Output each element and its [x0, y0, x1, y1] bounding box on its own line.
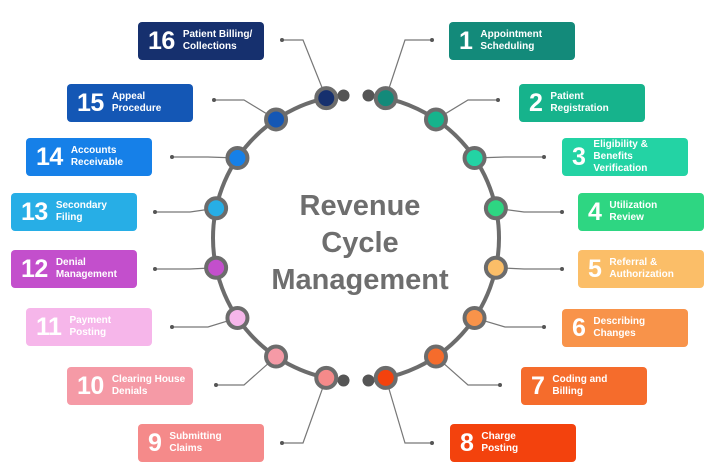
connector-end-dot: [170, 155, 174, 159]
step-number: 7: [531, 371, 545, 400]
step-number: 9: [148, 428, 162, 457]
step-label: Patient Billing/ Collections: [182, 29, 253, 52]
step-box-7: 7 Coding and Billing: [521, 367, 647, 405]
step-box-4: 4 Utilization Review: [578, 193, 704, 231]
step-label: Clearing House Denials: [111, 374, 186, 397]
ring-node-10: [264, 344, 289, 369]
step-number: 12: [21, 254, 48, 283]
ring-node-2: [423, 107, 448, 132]
ring-node-15: [264, 107, 289, 132]
connector-line: [435, 356, 500, 386]
step-box-15: 15 Appeal Procedure: [67, 84, 193, 122]
ring-gap-dot: [362, 89, 375, 102]
ring-node-12: [204, 255, 229, 280]
step-box-11: 11 Payment Posting: [26, 308, 152, 346]
step-number: 14: [36, 142, 63, 171]
step-box-13: 13 Secondary Filing: [11, 193, 137, 231]
step-label: Coding and Billing: [552, 374, 608, 397]
connector-line: [435, 99, 498, 120]
connector-line: [385, 377, 432, 444]
step-number: 10: [77, 371, 104, 400]
step-box-14: 14 Accounts Receivable: [26, 138, 152, 176]
step-number: 5: [588, 254, 602, 283]
step-box-2: 2 Patient Registration: [519, 84, 645, 122]
step-label: Accounts Receivable: [70, 145, 124, 168]
step-number: 6: [572, 313, 586, 342]
step-label: Appeal Procedure: [111, 91, 162, 114]
step-number: 16: [148, 26, 175, 55]
step-number: 3: [572, 142, 586, 171]
connector-line: [282, 377, 327, 444]
diagram-title: Revenue Cycle Management: [271, 190, 449, 296]
step-number: 15: [77, 88, 104, 117]
ring-node-14: [225, 146, 250, 171]
step-number: 2: [529, 88, 543, 117]
step-box-12: 12 Denial Management: [11, 250, 137, 288]
step-label: Patient Registration: [550, 91, 609, 114]
ring-node-11: [225, 305, 250, 330]
step-number: 11: [36, 312, 62, 341]
connector-end-dot: [560, 210, 564, 214]
step-label: Submitting Claims: [169, 431, 222, 454]
step-label: Secondary Filing: [55, 200, 107, 223]
connector-line: [385, 39, 432, 99]
ring-node-1: [373, 86, 398, 111]
step-label: Describing Changes: [593, 316, 646, 339]
ring-gap-dot: [337, 89, 350, 102]
connector-end-dot: [496, 98, 500, 102]
connector-end-dot: [280, 38, 284, 42]
connector-end-dot: [542, 325, 546, 329]
ring-node-9: [314, 365, 339, 390]
ring-node-7: [423, 344, 448, 369]
connector-end-dot: [430, 38, 434, 42]
connector-end-dot: [212, 98, 216, 102]
step-box-16: 16 Patient Billing/ Collections: [138, 22, 264, 60]
ring-gap-dot: [362, 374, 375, 387]
step-box-10: 10 Clearing House Denials: [67, 367, 193, 405]
step-box-8: 8 Charge Posting: [450, 424, 576, 462]
ring-node-3: [462, 146, 487, 171]
step-label: Payment Posting: [69, 315, 112, 338]
step-label: Denial Management: [55, 257, 117, 280]
connector-end-dot: [542, 155, 546, 159]
ring-node-8: [373, 365, 398, 390]
step-box-9: 9 Submitting Claims: [138, 424, 264, 462]
step-label: Charge Posting: [481, 431, 519, 454]
ring-node-4: [483, 196, 508, 221]
connector-end-dot: [430, 441, 434, 445]
step-number: 8: [460, 428, 474, 457]
ring-node-5: [483, 255, 508, 280]
connector-end-dot: [170, 325, 174, 329]
step-number: 13: [21, 197, 48, 226]
connector-line: [216, 356, 277, 386]
ring-gap-dot: [337, 374, 350, 387]
connector-end-dot: [498, 383, 502, 387]
step-label: Eligibility & Benefits Verification: [593, 139, 648, 174]
connector-line: [282, 39, 327, 99]
step-number: 4: [588, 197, 602, 226]
step-box-6: 6 Describing Changes: [562, 309, 688, 347]
connector-end-dot: [560, 267, 564, 271]
step-label: Appointment Scheduling: [480, 29, 543, 52]
step-box-5: 5 Referral & Authorization: [578, 250, 704, 288]
connector-end-dot: [214, 383, 218, 387]
step-label: Referral & Authorization: [609, 257, 674, 280]
connector-end-dot: [153, 267, 157, 271]
ring-node-13: [204, 196, 229, 221]
connector-line: [214, 99, 277, 120]
connector-end-dot: [153, 210, 157, 214]
step-number: 1: [459, 26, 473, 55]
step-label: Utilization Review: [609, 200, 658, 223]
ring-node-6: [462, 305, 487, 330]
step-box-1: 1 Appointment Scheduling: [449, 22, 575, 60]
ring-node-16: [314, 86, 339, 111]
connector-end-dot: [280, 441, 284, 445]
